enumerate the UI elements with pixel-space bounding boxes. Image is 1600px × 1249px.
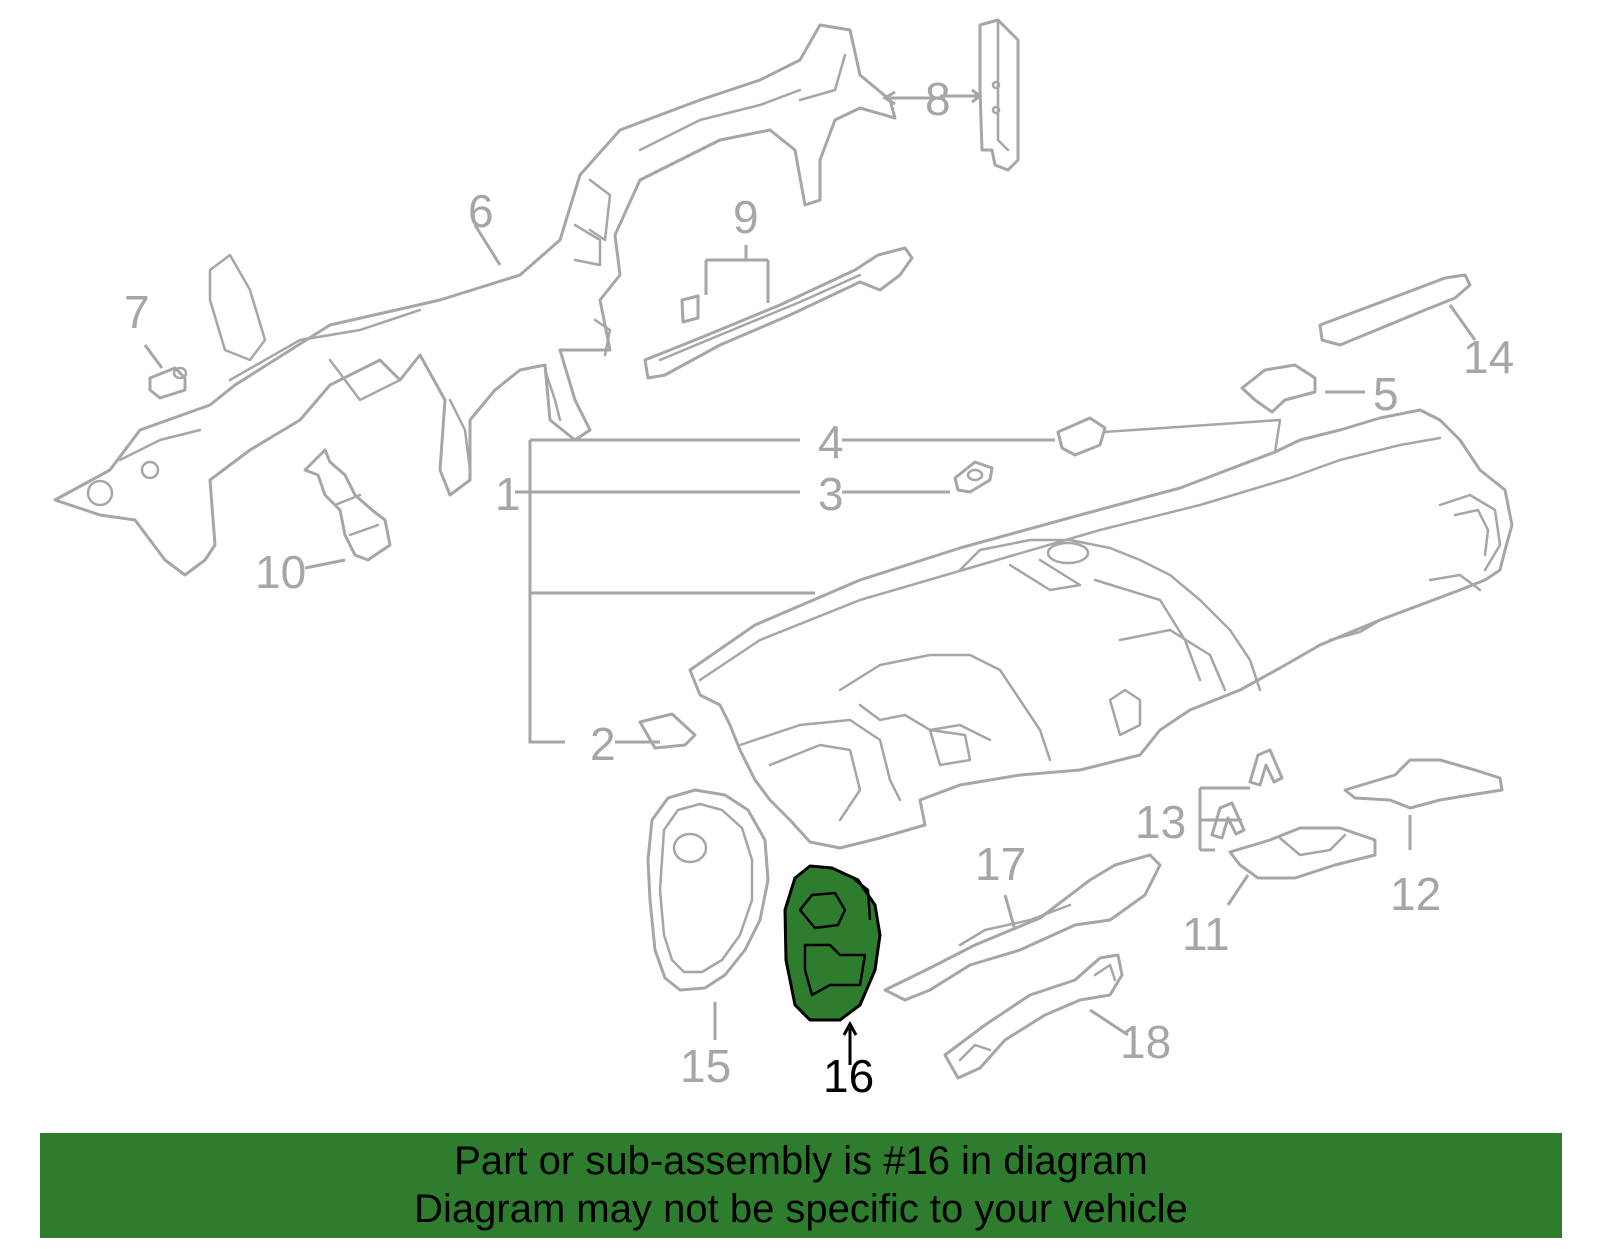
callout-12: 12 (1390, 868, 1441, 920)
callout-8: 8 (925, 73, 951, 125)
part-18-grab-handle (943, 953, 1124, 1080)
part-7-clip (148, 366, 188, 400)
part-14-trim-strip (1318, 273, 1472, 347)
part-2-clip (638, 712, 697, 750)
callout-2: 2 (590, 718, 616, 770)
part-12-trim-panel (1343, 758, 1504, 810)
part-16-highlighted (783, 864, 882, 1022)
banner-line-disclaimer: Diagram may not be specific to your vehi… (414, 1187, 1188, 1231)
callout-17: 17 (975, 838, 1026, 890)
part-10-bracket (303, 448, 392, 562)
part-1-instrument-panel (688, 408, 1514, 850)
banner-line-part-info: Part or sub-assembly is #16 in diagram (454, 1139, 1148, 1183)
callout-10: 10 (255, 546, 306, 598)
callout-14: 14 (1463, 331, 1514, 383)
callout-11: 11 (1182, 908, 1230, 960)
part-6-crosscar-beam (53, 23, 897, 577)
callout-15: 15 (680, 1040, 731, 1092)
callout-9: 9 (733, 191, 759, 243)
part-11-trim-panel (1228, 826, 1377, 880)
callout-13: 13 (1135, 796, 1186, 848)
callout-6: 6 (468, 185, 494, 237)
callout-3: 3 (818, 468, 844, 520)
part-3-clip (953, 460, 994, 494)
callout-5: 5 (1373, 368, 1399, 420)
part-8-bracket (978, 18, 1020, 172)
part-9-support-rail (643, 246, 914, 380)
part-4-clip (1056, 416, 1107, 457)
part-5-cover (1240, 363, 1317, 414)
part-13-clips (1210, 748, 1284, 840)
callout-16: 16 (823, 1050, 874, 1102)
info-banner: Part or sub-assembly is #16 in diagram D… (40, 1133, 1562, 1238)
callout-18: 18 (1120, 1016, 1171, 1068)
part-17-trim-strip (883, 853, 1162, 1002)
leader-lines (143, 88, 1477, 1065)
callout-7: 7 (124, 286, 150, 338)
callout-1: 1 (495, 468, 521, 520)
callout-4: 4 (818, 416, 844, 468)
callout-numbers: 6 7 8 9 10 1 4 3 2 5 14 13 12 11 17 18 1… (124, 73, 1514, 1102)
part-15-airbag-cover (646, 788, 770, 992)
